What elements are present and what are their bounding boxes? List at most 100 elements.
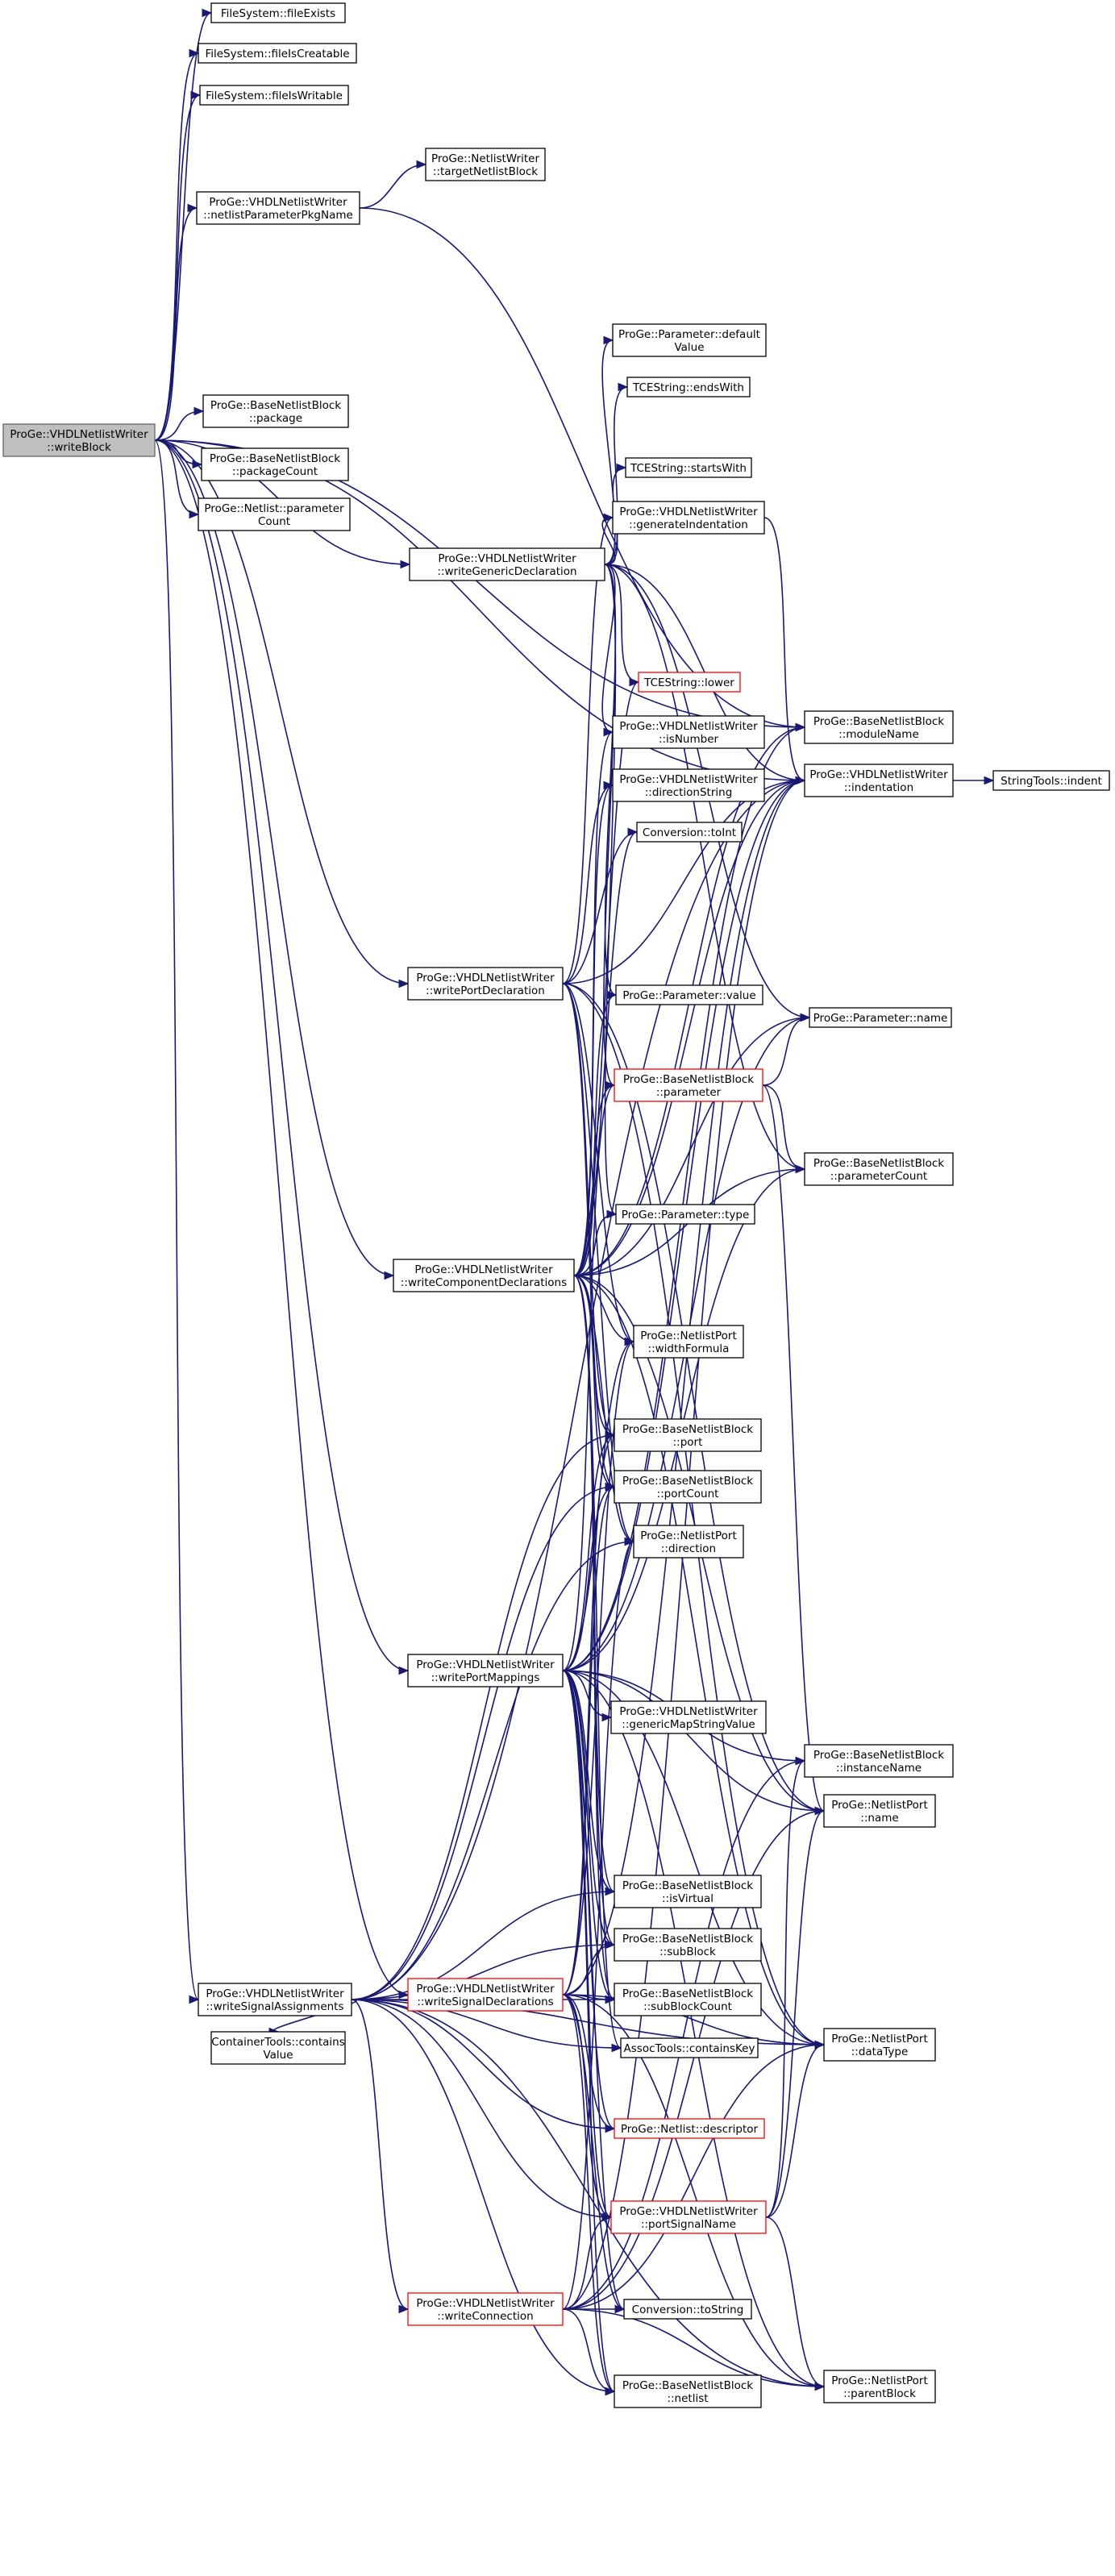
- edge-parameter-to-param-name: [762, 1017, 810, 1086]
- node-box-direction-string: [612, 768, 765, 802]
- arrowhead-write-component-declarations-to-direction-string: [603, 780, 614, 790]
- node-write-component-declarations[interactable]: ProGe::VHDLNetlistWriter::writeComponent…: [393, 1259, 575, 1292]
- node-parameter[interactable]: ProGe::BaseNetlistBlock::parameter: [614, 1068, 763, 1102]
- node-label-parameter-count-netlist-line-2: Count: [258, 515, 290, 528]
- node-label-target-netlist-block-line-1: ProGe::NetlistWriter: [431, 152, 539, 165]
- node-parameter-count-netlist[interactable]: ProGe::Netlist::parameterCount: [198, 497, 351, 531]
- node-package[interactable]: ProGe::BaseNetlistBlock::package: [202, 394, 349, 428]
- node-box-parameter-count: [804, 1152, 954, 1186]
- node-parameter-count[interactable]: ProGe::BaseNetlistBlock::parameterCount: [804, 1152, 954, 1186]
- edge-write-component-declarations-to-parameter: [573, 1084, 615, 1276]
- node-label-sub-block-line-2: ::subBlock: [659, 1946, 716, 1958]
- node-param-type[interactable]: ProGe::Parameter::type: [615, 1204, 755, 1225]
- edge-write-component-declarations-to-width-formula: [573, 1275, 634, 1342]
- node-param-name[interactable]: ProGe::Parameter::name: [809, 1007, 952, 1028]
- node-label-default-value-line-1: ProGe::Parameter::default: [618, 328, 760, 341]
- node-label-parent-block-line-1: ProGe::NetlistPort: [831, 2374, 928, 2387]
- node-sub-block-count[interactable]: ProGe::BaseNetlistBlock::subBlockCount: [614, 1983, 762, 2016]
- node-instance-name[interactable]: ProGe::BaseNetlistBlock::instanceName: [804, 1744, 954, 1778]
- arrowhead-write-port-mappings-to-parameter: [605, 1080, 616, 1090]
- node-label-write-signal-declarations-line-2: ::writeSignalDeclarations: [417, 1995, 553, 2008]
- node-direction-string[interactable]: ProGe::VHDLNetlistWriter::directionStrin…: [612, 768, 765, 802]
- node-module-name[interactable]: ProGe::BaseNetlistBlock::moduleName: [804, 710, 954, 744]
- node-box-param-type: [615, 1204, 755, 1225]
- node-box-write-signal-assignments: [198, 1983, 352, 2016]
- edge-write-block-to-file-is-creatable: [154, 52, 199, 441]
- node-box-write-generic-declaration: [409, 547, 605, 581]
- edge-port-signal-name-to-parent-block: [765, 2216, 825, 2387]
- edge-write-component-declarations-to-contains-key: [573, 1275, 622, 2049]
- node-starts-with[interactable]: TCEString::startsWith: [625, 457, 752, 478]
- node-write-signal-assignments[interactable]: ProGe::VHDLNetlistWriter::writeSignalAss…: [198, 1983, 352, 2016]
- node-to-int[interactable]: Conversion::toInt: [636, 822, 743, 843]
- node-box-starts-with: [625, 457, 752, 478]
- node-label-package-line-1: ProGe::BaseNetlistBlock: [210, 399, 341, 412]
- node-indent[interactable]: StringTools::indent: [992, 770, 1110, 791]
- node-port-name[interactable]: ProGe::NetlistPort::name: [823, 1794, 936, 1828]
- node-port-count[interactable]: ProGe::BaseNetlistBlock::portCount: [614, 1470, 762, 1504]
- node-label-param-value-line-1: ProGe::Parameter::value: [622, 989, 755, 1002]
- node-is-virtual[interactable]: ProGe::BaseNetlistBlock::isVirtual: [614, 1875, 762, 1908]
- arrowhead-port-signal-name-to-instance-name: [795, 1756, 806, 1766]
- node-write-block[interactable]: ProGe::VHDLNetlistWriter::writeBlock: [2, 423, 156, 457]
- node-write-signal-declarations[interactable]: ProGe::VHDLNetlistWriter::writeSignalDec…: [407, 1978, 564, 2012]
- node-sub-block[interactable]: ProGe::BaseNetlistBlock::subBlock: [614, 1928, 762, 1962]
- node-label-write-signal-assignments-line-2: ::writeSignalAssignments: [206, 2000, 343, 2013]
- arrowhead-write-port-mappings-to-generic-map-string-value: [601, 1712, 613, 1722]
- node-write-generic-declaration[interactable]: ProGe::VHDLNetlistWriter::writeGenericDe…: [409, 547, 605, 581]
- node-contains-key[interactable]: AssocTools::containsKey: [620, 2037, 759, 2058]
- node-label-file-exists-line-1: FileSystem::fileExists: [221, 7, 335, 20]
- arrowhead-port-signal-name-to-data-type: [814, 2040, 826, 2050]
- node-box-file-is-creatable: [198, 43, 357, 64]
- node-netlist-parameter-pkg-name[interactable]: ProGe::VHDLNetlistWriter::netlistParamet…: [196, 191, 360, 225]
- edge-write-connection-to-data-type: [562, 2044, 825, 2310]
- node-indentation[interactable]: ProGe::VHDLNetlistWriter::indentation: [804, 764, 954, 797]
- edge-write-port-mappings-to-port-name: [562, 1670, 825, 1812]
- node-data-type[interactable]: ProGe::NetlistPort::dataType: [823, 2028, 936, 2062]
- node-box-target-netlist-block: [425, 148, 546, 181]
- node-ends-with[interactable]: TCEString::endsWith: [626, 377, 751, 397]
- node-port[interactable]: ProGe::BaseNetlistBlock::port: [614, 1418, 762, 1452]
- arrowhead-write-generic-declaration-to-ends-with: [618, 382, 629, 392]
- node-file-exists[interactable]: FileSystem::fileExists: [210, 2, 346, 23]
- edge-write-signal-declarations-to-data-type: [562, 1994, 825, 2045]
- edge-write-signal-declarations-to-port-signal-name: [562, 1994, 612, 2218]
- edge-write-signal-declarations-to-descriptor: [562, 1994, 615, 2129]
- node-generate-indentation[interactable]: ProGe::VHDLNetlistWriter::generateIndent…: [612, 501, 765, 535]
- edge-write-connection-to-netlist: [562, 2308, 615, 2392]
- node-write-port-declaration[interactable]: ProGe::VHDLNetlistWriter::writePortDecla…: [407, 967, 564, 1001]
- node-label-instance-name-line-2: ::instanceName: [836, 1762, 922, 1775]
- node-box-contains-value: [210, 2031, 346, 2065]
- node-file-is-creatable[interactable]: FileSystem::fileIsCreatable: [198, 43, 357, 64]
- edge-write-port-mappings-to-sub-block: [562, 1670, 615, 1946]
- node-descriptor[interactable]: ProGe::Netlist::descriptor: [614, 2118, 765, 2139]
- edge-write-signal-declarations-to-to-string: [562, 1994, 625, 2310]
- node-label-file-is-writable-line-1: FileSystem::fileIsWritable: [206, 89, 343, 102]
- node-parent-block[interactable]: ProGe::NetlistPort::parentBlock: [823, 2370, 936, 2403]
- node-file-is-writable[interactable]: FileSystem::fileIsWritable: [199, 85, 349, 106]
- node-netlist[interactable]: ProGe::BaseNetlistBlock::netlist: [614, 2374, 762, 2408]
- node-generic-map-string-value[interactable]: ProGe::VHDLNetlistWriter::genericMapStri…: [610, 1700, 767, 1734]
- node-label-direction-line-2: ::direction: [661, 1542, 716, 1555]
- arrowhead-write-signal-declarations-to-descriptor: [605, 2124, 616, 2133]
- arrowhead-write-block-to-file-is-writable: [190, 90, 202, 100]
- node-write-connection[interactable]: ProGe::VHDLNetlistWriter::writeConnectio…: [407, 2292, 564, 2326]
- node-box-write-connection: [407, 2292, 564, 2326]
- node-package-count[interactable]: ProGe::BaseNetlistBlock::packageCount: [201, 447, 349, 481]
- node-port-signal-name[interactable]: ProGe::VHDLNetlistWriter::portSignalName: [610, 2200, 767, 2234]
- node-target-netlist-block[interactable]: ProGe::NetlistWriter::targetNetlistBlock: [425, 148, 546, 181]
- arrowhead-write-block-to-write-signal-assignments: [189, 1995, 200, 2004]
- node-width-formula[interactable]: ProGe::NetlistPort::widthFormula: [633, 1325, 744, 1359]
- node-box-netlist-parameter-pkg-name: [196, 191, 360, 225]
- arrowhead-netlist-parameter-pkg-name-to-target-netlist-block: [416, 160, 427, 169]
- node-direction[interactable]: ProGe::NetlistPort::direction: [633, 1525, 744, 1559]
- node-write-port-mappings[interactable]: ProGe::VHDLNetlistWriter::writePortMappi…: [407, 1654, 564, 1688]
- node-to-string[interactable]: Conversion::toString: [623, 2299, 752, 2320]
- node-param-value[interactable]: ProGe::Parameter::value: [615, 984, 763, 1005]
- node-is-number[interactable]: ProGe::VHDLNetlistWriter::isNumber: [612, 715, 765, 749]
- node-box-instance-name: [804, 1744, 954, 1778]
- node-lower[interactable]: TCEString::lower: [638, 672, 741, 693]
- edge-write-signal-assignments-to-contains-key: [351, 1999, 622, 2049]
